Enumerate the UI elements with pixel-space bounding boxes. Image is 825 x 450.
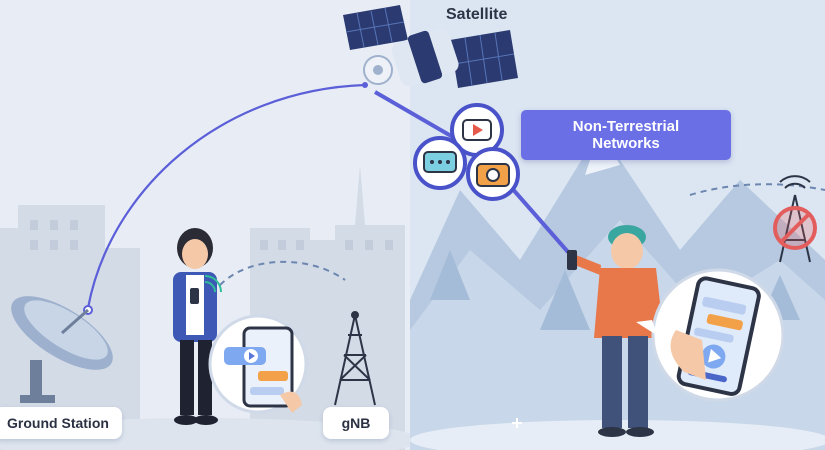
boy-user xyxy=(567,225,664,437)
ntn-title-line1: Non-Terrestrial xyxy=(572,118,680,135)
satellite-label: Satellite xyxy=(446,6,508,23)
satellite-icon xyxy=(343,5,518,88)
phone-zoom-left xyxy=(208,314,308,414)
sparkle-icon xyxy=(512,418,522,428)
ground-dish-icon xyxy=(11,296,113,403)
woman-user xyxy=(173,228,222,425)
ground-station-label: Ground Station xyxy=(0,407,122,439)
gnb-coverage-arc xyxy=(219,260,346,286)
ground-to-satellite-link xyxy=(86,83,366,309)
chat-icon xyxy=(413,136,467,190)
link-node-satellite xyxy=(362,82,368,88)
ntn-title-line2: Networks xyxy=(592,135,660,152)
phone-zoom-right xyxy=(636,268,785,402)
satellite-to-user-link-2 xyxy=(508,184,570,254)
satellite-to-user-link xyxy=(373,90,460,142)
ntn-coverage-arc xyxy=(689,183,825,196)
gnb-label: gNB xyxy=(323,407,389,439)
building-windows xyxy=(30,220,393,250)
gnb-tower-icon xyxy=(334,311,376,406)
camera-icon xyxy=(466,147,520,201)
ntn-callout: Non-Terrestrial Networks xyxy=(521,110,731,160)
blocked-tower-icon xyxy=(773,175,817,263)
